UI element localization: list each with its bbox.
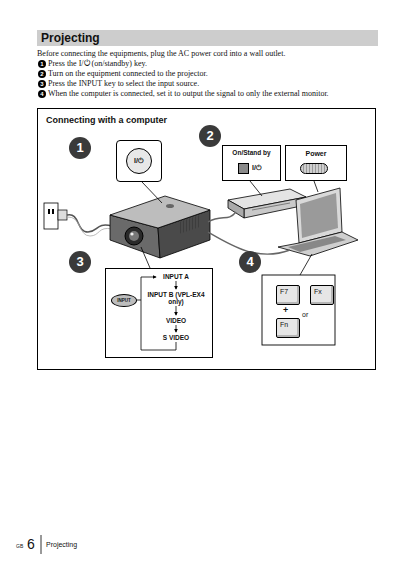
node-text: S VIDEO: [143, 334, 209, 341]
node-text: Power: [286, 146, 346, 158]
plus-sign: +: [283, 305, 288, 315]
footer-rule: [41, 535, 42, 554]
node-text: INPUT B (VPL-EX4 only): [143, 291, 209, 305]
node-text: F7: [277, 286, 299, 296]
wall-outlet: [44, 203, 67, 229]
section-title: Projecting: [37, 30, 378, 46]
projector: [110, 196, 210, 258]
step-text: When the computer is connected, set it t…: [48, 89, 373, 99]
node-text: I/⏻: [252, 164, 262, 172]
node-text: On/Stand by: [223, 146, 280, 157]
step-text: Turn on the equipment connected to the p…: [48, 69, 373, 79]
node-text: INPUT: [117, 298, 131, 303]
step-text: Press the I/⏻ (on/standby) key.: [48, 59, 373, 69]
video-player: [228, 189, 306, 218]
power-button: [300, 163, 328, 174]
footer-text: Projecting: [46, 541, 77, 549]
leader-line: [300, 254, 312, 275]
language-code: GB: [16, 543, 23, 549]
button-callout-box: On/Stand by I/⏻: [222, 145, 281, 181]
leader-line: [250, 181, 262, 196]
input-callout-box: INPUT A INPUT B (VPL-EX4 only) VIDEO S VIDE…: [105, 268, 213, 358]
leader-line: [141, 247, 150, 268]
keyboard-key: F7: [276, 285, 300, 305]
callout-number: 3: [69, 251, 91, 273]
title-band: Projecting: [37, 30, 378, 46]
power-cord: [67, 215, 112, 232]
key-callout-box: [262, 275, 335, 345]
step-number: 1: [38, 60, 46, 68]
button-face: [238, 163, 249, 174]
page-number: 6: [27, 536, 35, 552]
node-text: I/⏻: [126, 148, 152, 174]
button-callout-box: Power: [285, 145, 347, 181]
standby-button: I/⏻: [228, 161, 272, 175]
keyboard-key: Fx: [310, 285, 334, 305]
node-text: INPUT A: [143, 273, 209, 280]
laptop-computer: [278, 188, 358, 256]
intro-text: Before connecting the equipments, plug t…: [37, 49, 372, 59]
video-cable: [208, 212, 236, 222]
node-text: Connecting with a computer: [38, 109, 375, 126]
keyboard-key: Fn: [276, 318, 300, 338]
node-text: Fn: [277, 319, 299, 329]
power-cord: [67, 217, 112, 236]
key-callout-box: I/⏻: [116, 140, 162, 182]
step-text: Press the INPUT key to select the input …: [48, 79, 373, 89]
input-key: INPUT: [111, 294, 137, 307]
callout-number: 4: [239, 251, 261, 273]
or-text: or: [302, 311, 308, 319]
callout-number: 2: [199, 125, 221, 147]
step-number: 2: [38, 70, 46, 78]
callout-number: 1: [69, 137, 91, 159]
node-text: VIDEO: [143, 317, 209, 324]
step-number: 3: [38, 80, 46, 88]
leader-line: [314, 181, 318, 192]
node-text: Fx: [311, 286, 333, 296]
step-number: 4: [38, 90, 46, 98]
leader-line: [142, 182, 162, 203]
